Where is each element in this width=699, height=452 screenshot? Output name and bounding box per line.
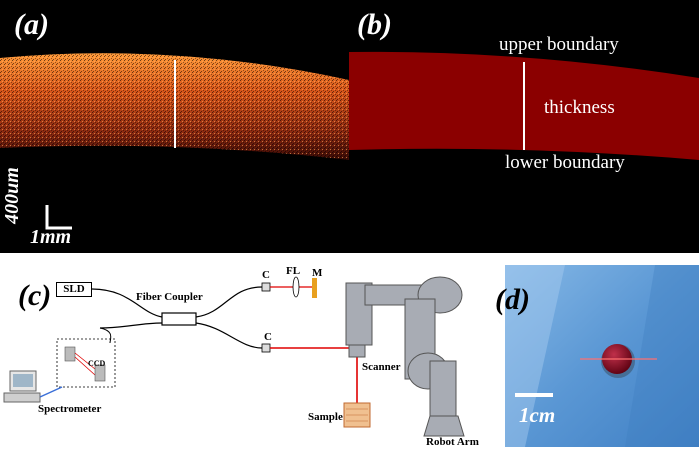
sample-label: Sample: [308, 411, 343, 423]
focusing-lens: [292, 276, 300, 298]
panel-b-label: (b): [357, 8, 392, 41]
thickness-label: thickness: [544, 97, 615, 118]
ccd-label: CCD: [88, 359, 106, 368]
scale-vertical-label: 400um: [0, 167, 23, 224]
panel-a: (a) 400um 1mm: [0, 0, 349, 253]
photo-scale-label: 1cm: [519, 403, 556, 427]
fl-label: FL: [286, 265, 301, 277]
fiber-coupler-label: Fiber Coupler: [136, 291, 203, 303]
scale-bar: [45, 205, 72, 230]
panel-b: (b) upper boundary thickness lower bound…: [349, 0, 699, 253]
panel-d: (d) 1cm: [495, 265, 699, 447]
collimator-top: [261, 282, 271, 292]
oct-image: [0, 53, 349, 230]
collimator-bottom-label: C: [264, 331, 272, 343]
upper-boundary-label: upper boundary: [499, 34, 619, 55]
segmentation-image: [349, 51, 699, 160]
scale-horizontal-label: 1mm: [30, 226, 72, 248]
system-schematic: [3, 276, 465, 437]
mirror-label: M: [312, 267, 323, 279]
panel-d-label: (d): [495, 283, 530, 316]
sld-box: SLD: [56, 282, 92, 297]
panel-c-label: (c): [18, 279, 52, 312]
collimator-bottom: [261, 343, 271, 353]
lower-boundary-label: lower boundary: [505, 152, 625, 173]
mirror: [312, 278, 317, 298]
spectrometer-box: [56, 338, 116, 388]
robot-arm-drawing: [345, 276, 465, 437]
scanner-label: Scanner: [362, 361, 401, 373]
panel-a-label: (a): [14, 8, 49, 41]
sample-photo: [505, 265, 699, 447]
robot-arm-label: Robot Arm: [426, 436, 479, 448]
spectrometer-label: Spectrometer: [38, 403, 102, 415]
panel-c: (c) SLD Fiber Coupler C FL M C CCD Spect…: [0, 253, 505, 448]
fiber-coupler: [161, 312, 197, 326]
collimator-top-label: C: [262, 269, 270, 281]
